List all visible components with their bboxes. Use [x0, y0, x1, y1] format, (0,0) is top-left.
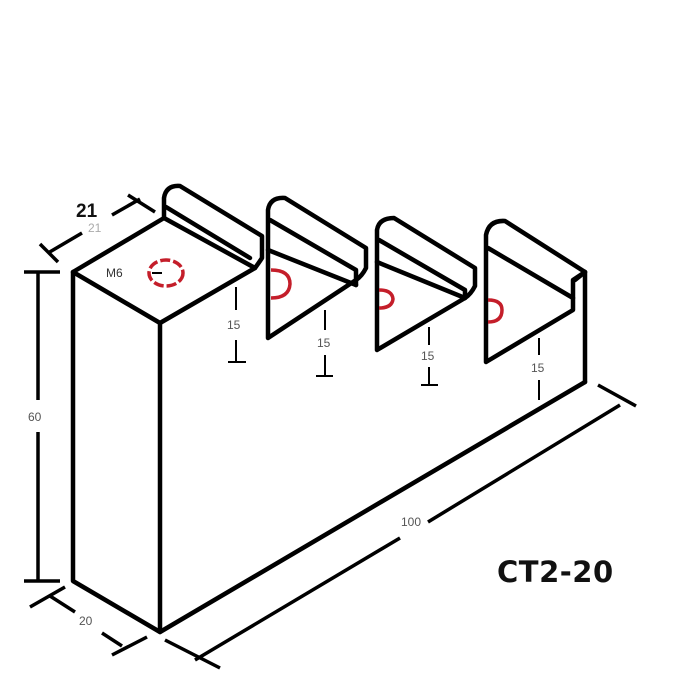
dim-base-width — [29, 585, 148, 657]
label-slot-depth-4: 15 — [531, 361, 545, 375]
part-code-label: CT2-20 — [497, 555, 614, 589]
label-slot-depth-1: 15 — [227, 318, 241, 332]
dim-slot-depths — [228, 287, 540, 400]
hole-fin-3 — [378, 288, 395, 310]
dim-top-width — [38, 193, 156, 264]
fin-3 — [374, 215, 478, 353]
label-top-width-ghost: 21 — [88, 221, 102, 235]
fin-4 — [483, 218, 588, 365]
m6-hole — [147, 258, 185, 288]
label-slot-depth-3: 15 — [421, 349, 435, 363]
dim-height — [24, 270, 60, 583]
label-height: 60 — [28, 410, 42, 424]
label-thread: M6 — [106, 266, 123, 280]
label-top-width: 21 — [76, 201, 98, 222]
holes — [147, 258, 504, 324]
part-body — [70, 215, 588, 635]
fin-2 — [265, 195, 369, 341]
label-length: 100 — [401, 515, 421, 529]
hole-fin-4 — [487, 298, 504, 324]
fin-1 — [161, 183, 265, 271]
dim-length — [164, 383, 637, 670]
label-base-width: 20 — [79, 614, 93, 628]
label-slot-depth-2: 15 — [317, 336, 331, 350]
hole-fin-2 — [270, 268, 292, 300]
